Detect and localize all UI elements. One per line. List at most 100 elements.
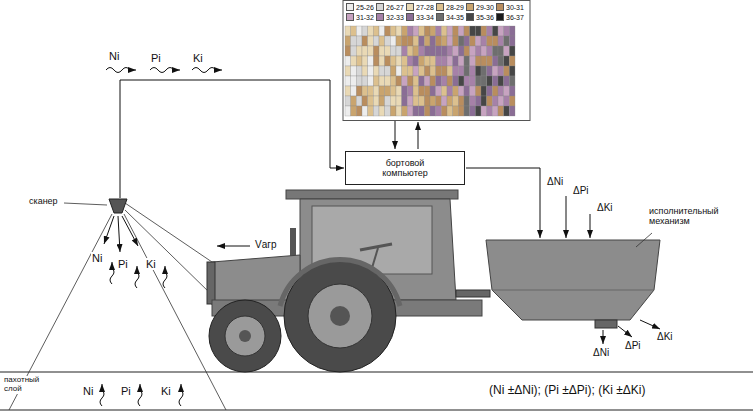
- signal-label: ΔNi: [546, 176, 564, 187]
- map-cell: [390, 86, 396, 96]
- map-cell: [368, 106, 374, 116]
- map-cell: [379, 96, 385, 106]
- map-cell: [464, 86, 470, 96]
- map-cell: [368, 56, 374, 66]
- legend-text: 27-28: [416, 4, 434, 11]
- signal-label: Pi: [120, 385, 132, 397]
- map-cell: [362, 46, 368, 56]
- map-cell: [373, 56, 379, 66]
- map-cell: [351, 76, 357, 86]
- map-cell: [402, 46, 408, 56]
- map-cell: [475, 96, 481, 106]
- map-cell: [487, 56, 493, 66]
- map-cell: [419, 76, 425, 86]
- map-cell: [458, 46, 464, 56]
- rear-rim: [308, 284, 372, 348]
- fertilizer-hopper: [486, 240, 660, 320]
- map-cell: [379, 76, 385, 86]
- map-cell: [402, 76, 408, 86]
- map-cell: [373, 66, 379, 76]
- map-cell: [396, 76, 402, 86]
- map-cell: [345, 86, 351, 96]
- map-cell: [453, 86, 459, 96]
- map-cell: [402, 106, 408, 116]
- signal-label: Ki: [192, 52, 204, 64]
- ground-line: [0, 371, 753, 372]
- legend-swatch: [496, 3, 504, 11]
- map-cell: [487, 86, 493, 96]
- map-cell: [504, 66, 510, 76]
- map-cell: [458, 56, 464, 66]
- map-cell: [407, 96, 413, 106]
- map-cell: [419, 86, 425, 96]
- map-cell: [419, 66, 425, 76]
- front-rim: [225, 316, 265, 356]
- map-cell: [390, 106, 396, 116]
- map-cell: [379, 56, 385, 66]
- map-cell: [436, 76, 442, 86]
- map-cell: [385, 86, 391, 96]
- map-cell: [481, 76, 487, 86]
- map-cell: [424, 86, 430, 96]
- map-cell: [362, 86, 368, 96]
- map-cell: [430, 26, 436, 36]
- map-cell: [407, 106, 413, 116]
- map-cell: [504, 46, 510, 56]
- map-cell: [487, 106, 493, 116]
- map-cell: [407, 56, 413, 66]
- map-cell: [453, 66, 459, 76]
- map-cell: [492, 106, 498, 116]
- legend-item: 25-26: [346, 2, 376, 12]
- map-cell: [345, 106, 351, 116]
- map-cell: [373, 86, 379, 96]
- map-cell: [464, 46, 470, 56]
- map-cell: [430, 106, 436, 116]
- map-cell: [464, 106, 470, 116]
- map-cell: [509, 56, 515, 66]
- map-cell: [447, 56, 453, 66]
- map-cell: [424, 66, 430, 76]
- map-cell: [385, 26, 391, 36]
- map-cell: [498, 66, 504, 76]
- scanner-mount: [125, 203, 212, 262]
- hopper-seam: [492, 290, 654, 291]
- map-cell: [436, 46, 442, 56]
- map-cell: [385, 106, 391, 116]
- dose-label: ΔPi: [624, 340, 642, 351]
- map-cell: [441, 56, 447, 66]
- map-cell: [351, 66, 357, 76]
- scanner-symbol: [109, 199, 127, 213]
- map-cell: [441, 46, 447, 56]
- map-cell: [475, 36, 481, 46]
- legend-item: 29-30: [466, 2, 496, 12]
- map-cell: [458, 96, 464, 106]
- map-cell: [430, 36, 436, 46]
- hitch: [456, 290, 490, 297]
- hopper-outlet: [595, 320, 617, 328]
- legend-swatch: [466, 13, 474, 21]
- map-cell: [453, 36, 459, 46]
- map-cell: [487, 26, 493, 36]
- legend-item: 31-32: [346, 12, 376, 22]
- map-cell: [413, 26, 419, 36]
- map-cell: [492, 56, 498, 66]
- map-cell: [402, 96, 408, 106]
- map-cell: [373, 76, 379, 86]
- map-cell: [453, 56, 459, 66]
- legend-item: 36-37: [496, 12, 526, 22]
- map-cell: [413, 76, 419, 86]
- map-cell: [441, 86, 447, 96]
- map-cell: [436, 96, 442, 106]
- map-cell: [396, 86, 402, 96]
- map-cell: [379, 46, 385, 56]
- signal-label: ΔPi: [572, 185, 590, 196]
- map-cell: [504, 36, 510, 46]
- map-cell: [373, 106, 379, 116]
- map-cell: [509, 36, 515, 46]
- map-cell: [407, 46, 413, 56]
- map-cell: [470, 26, 476, 36]
- formula-label: (Ni ±ΔNi); (Pi ±ΔPi); (Ki ±ΔKi): [488, 384, 646, 397]
- map-cell: [475, 66, 481, 76]
- map-cell: [504, 26, 510, 36]
- map-cell: [430, 66, 436, 76]
